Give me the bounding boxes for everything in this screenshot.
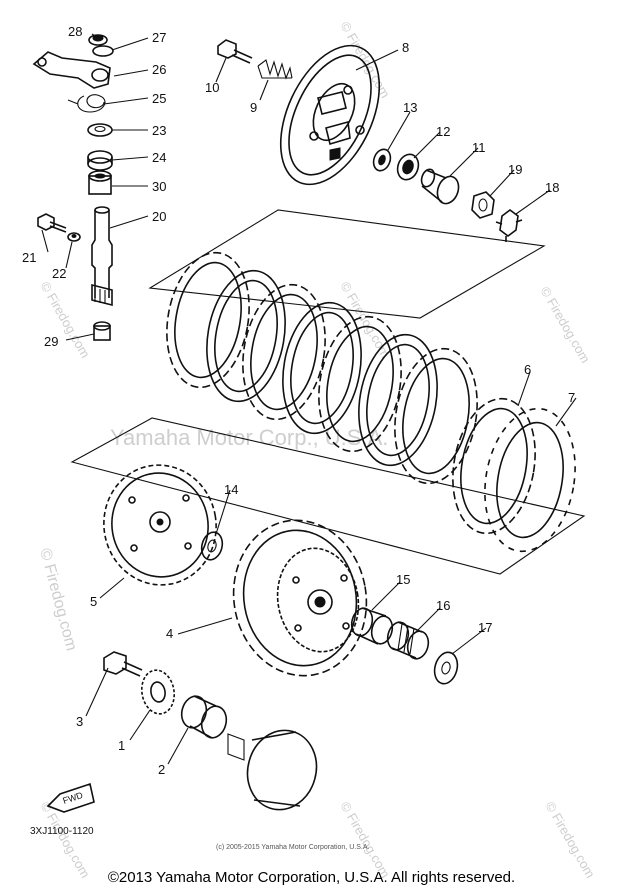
callout-8: 8 bbox=[402, 40, 409, 55]
callout-25: 25 bbox=[152, 91, 166, 106]
callout-13: 13 bbox=[403, 100, 417, 115]
part-3-bolt bbox=[103, 651, 143, 677]
part-11-push-rod bbox=[420, 168, 460, 205]
part-25-spring bbox=[67, 94, 106, 113]
callout-1: 1 bbox=[118, 738, 125, 753]
callout-5: 5 bbox=[90, 594, 97, 609]
lower-assembly-outline bbox=[70, 417, 586, 575]
part-6-friction-plate bbox=[452, 397, 536, 535]
watermark-site-top-right: © Firedog.com bbox=[337, 19, 393, 101]
part-1-primary-drive-gear bbox=[140, 669, 176, 715]
leader-lines bbox=[41, 33, 577, 765]
watermark-site-right: © Firedog.com bbox=[537, 284, 593, 366]
callout-28: 28 bbox=[68, 24, 82, 39]
callout-3: 3 bbox=[76, 714, 83, 729]
crankshaft-reference bbox=[227, 729, 318, 811]
callout-7: 7 bbox=[568, 390, 575, 405]
small-copyright: (c) 2005-2015 Yamaha Motor Corporation, … bbox=[216, 844, 369, 851]
part-9-spring bbox=[257, 59, 293, 80]
callout-26: 26 bbox=[152, 62, 166, 77]
friction-plate-4 bbox=[394, 347, 478, 485]
callout-15: 15 bbox=[396, 572, 410, 587]
part-2-spacer bbox=[180, 695, 228, 739]
part-23-washer bbox=[87, 123, 113, 137]
part-13-washer bbox=[372, 148, 392, 172]
clutch-plate-stack bbox=[166, 251, 478, 485]
part-22-washer bbox=[67, 232, 81, 242]
part-30-collar bbox=[88, 170, 112, 195]
callout-12: 12 bbox=[436, 124, 450, 139]
upper-assembly-outline bbox=[148, 209, 546, 319]
callout-27: 27 bbox=[152, 30, 166, 45]
part-24-bearing bbox=[87, 150, 113, 171]
part-17-thrust-washer bbox=[433, 651, 459, 685]
callout-9: 9 bbox=[250, 100, 257, 115]
friction-plate-3 bbox=[318, 315, 402, 453]
callout-30: 30 bbox=[152, 179, 166, 194]
callout-17: 17 bbox=[478, 620, 492, 635]
callout-21: 21 bbox=[22, 250, 36, 265]
friction-plate-1 bbox=[166, 251, 250, 389]
part-15-sleeve bbox=[350, 607, 394, 645]
part-29-bushing bbox=[93, 321, 111, 341]
part-18-lock-washer bbox=[495, 209, 523, 242]
callout-16: 16 bbox=[436, 598, 450, 613]
part-19-nut bbox=[471, 191, 495, 219]
part-10-bolt bbox=[217, 39, 253, 64]
diagram-code: 3XJ1100-1120 bbox=[30, 826, 94, 837]
part-12-bearing bbox=[396, 153, 420, 181]
part-4-clutch-housing bbox=[232, 519, 368, 677]
part-8-pressure-plate bbox=[279, 44, 381, 186]
callout-20: 20 bbox=[152, 209, 166, 224]
part-5-primary-driven-gear bbox=[103, 464, 217, 586]
callout-24: 24 bbox=[152, 150, 166, 165]
callout-11: 11 bbox=[472, 140, 486, 155]
part-27-washer bbox=[92, 45, 114, 57]
callout-numbers: 28 27 26 25 23 24 30 20 21 22 29 10 9 8 … bbox=[22, 24, 575, 777]
steel-plate-2 bbox=[282, 301, 362, 435]
steel-plate-1 bbox=[206, 269, 286, 403]
watermark-center: Yamaha Motor Corp., U.S.A. bbox=[110, 425, 388, 450]
part-7-steel-plate bbox=[484, 407, 576, 553]
callout-2: 2 bbox=[158, 762, 165, 777]
part-20-push-lever-shaft bbox=[91, 206, 113, 307]
watermark-site-left: © Firedog.com bbox=[36, 547, 80, 653]
steel-plate-3 bbox=[358, 333, 438, 467]
part-21-bolt bbox=[37, 213, 67, 233]
callout-14: 14 bbox=[224, 482, 238, 497]
friction-plate-2 bbox=[242, 283, 326, 421]
callout-18: 18 bbox=[545, 180, 559, 195]
callout-10: 10 bbox=[205, 80, 219, 95]
part-28-nut bbox=[88, 34, 108, 46]
part-14-thrust-washer bbox=[200, 531, 224, 561]
callout-23: 23 bbox=[152, 123, 166, 138]
footer-copyright: ©2013 Yamaha Motor Corporation, U.S.A. A… bbox=[107, 869, 516, 886]
part-26-lever bbox=[32, 51, 111, 89]
callout-29: 29 bbox=[44, 334, 58, 349]
part-16-needle-bearing bbox=[386, 621, 430, 660]
watermark-site-mid-right: © Firedog.com bbox=[337, 279, 393, 361]
callout-19: 19 bbox=[508, 162, 522, 177]
fwd-arrow: FWD bbox=[46, 782, 95, 813]
callout-6: 6 bbox=[524, 362, 531, 377]
callout-4: 4 bbox=[166, 626, 173, 641]
callout-22: 22 bbox=[52, 266, 66, 281]
